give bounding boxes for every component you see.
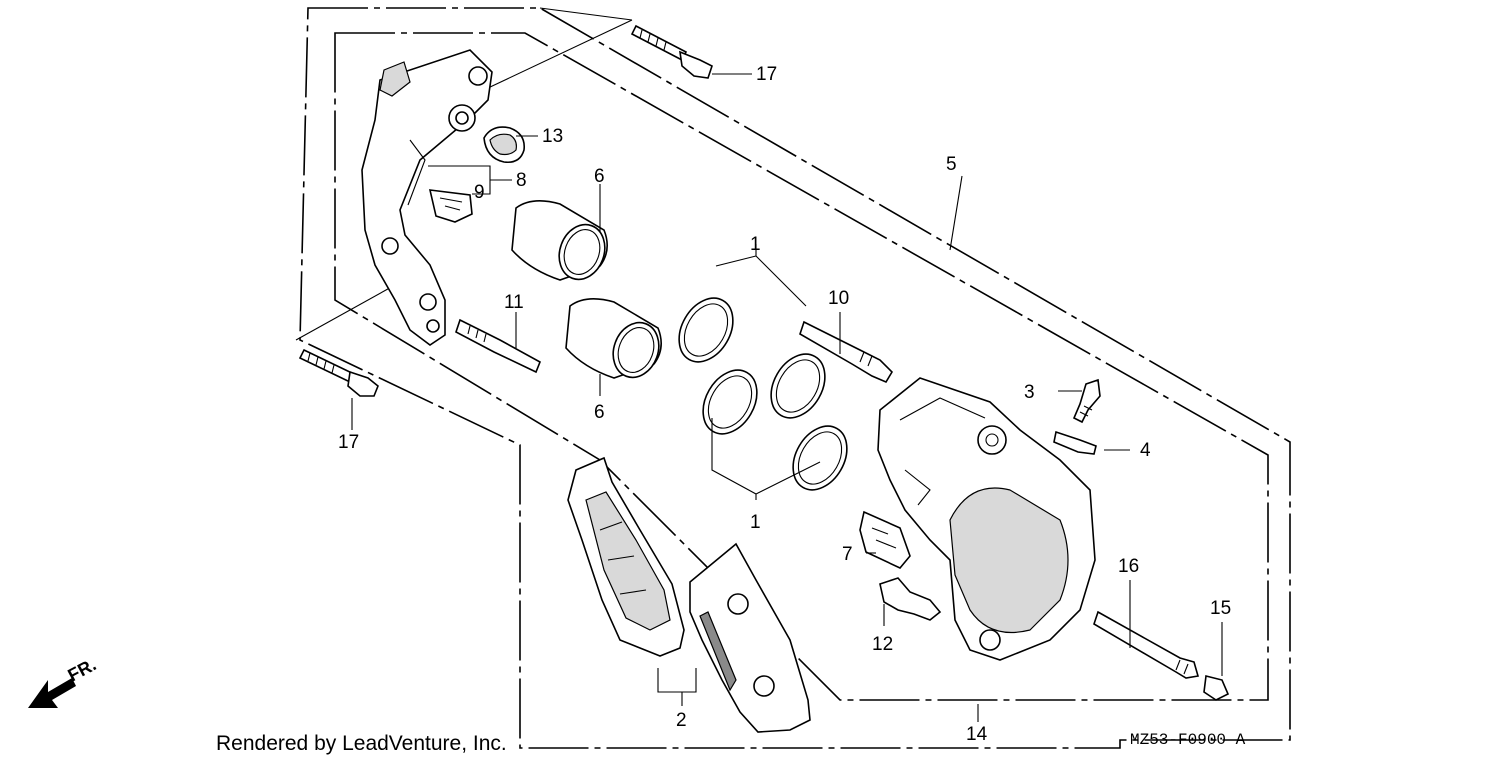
- assembly-boundary-lines: [295, 7, 1291, 749]
- pin-bolt-11: [455, 318, 542, 374]
- flange-bolt-lower: [298, 348, 379, 397]
- callout-9: 9: [474, 182, 485, 203]
- plug-12: [879, 577, 942, 621]
- callout-10: 10: [828, 288, 849, 309]
- callout-6-lower: 6: [594, 402, 605, 423]
- callout-17-upper: 17: [756, 64, 777, 85]
- pad-spring: [859, 510, 911, 569]
- leader-lines: [351, 73, 1223, 722]
- callout-6-upper: 6: [594, 166, 605, 187]
- pad-retainer: [428, 189, 473, 223]
- callout-15: 15: [1210, 598, 1231, 619]
- callout-labels: 17 13 6 8 9 5 1 10 11 3 6 17 4 1 7 16 15…: [338, 64, 1231, 745]
- callout-11: 11: [504, 292, 524, 313]
- callout-12: 12: [872, 634, 893, 655]
- callout-2: 2: [676, 710, 687, 731]
- callout-5: 5: [946, 154, 957, 175]
- pin-bolt-10: [799, 320, 894, 384]
- rendered-by-credit: Rendered by LeadVenture, Inc.: [216, 732, 507, 755]
- cap-15: [1203, 675, 1230, 701]
- callout-14: 14: [966, 724, 988, 745]
- front-arrow-icon: [28, 678, 76, 708]
- bleeder-screw: [1072, 378, 1101, 424]
- brake-pad-rear: [689, 542, 811, 733]
- callout-16: 16: [1118, 556, 1139, 577]
- caliper-bracket: [361, 49, 493, 346]
- flange-bolt-upper: [630, 24, 713, 79]
- callout-7: 7: [842, 544, 853, 565]
- callout-1-upper: 1: [750, 234, 761, 255]
- callout-3: 3: [1024, 382, 1035, 403]
- diagram-code: MZ53-F0900 A: [1130, 731, 1246, 749]
- piston-lower: [565, 298, 662, 379]
- piston-upper: [511, 200, 608, 281]
- pin-16: [1093, 610, 1200, 679]
- boot: [483, 126, 526, 164]
- caliper-body: [877, 377, 1096, 661]
- piston-seals: [678, 297, 848, 491]
- callout-17-lower: 17: [338, 432, 359, 453]
- bleeder-cap: [1053, 430, 1097, 455]
- front-direction-indicator: FR.: [28, 654, 99, 708]
- callout-4: 4: [1140, 440, 1151, 461]
- callout-8: 8: [516, 170, 527, 191]
- callout-1-lower: 1: [750, 512, 761, 533]
- brake-pad-front: [567, 456, 685, 657]
- callout-13: 13: [542, 126, 563, 147]
